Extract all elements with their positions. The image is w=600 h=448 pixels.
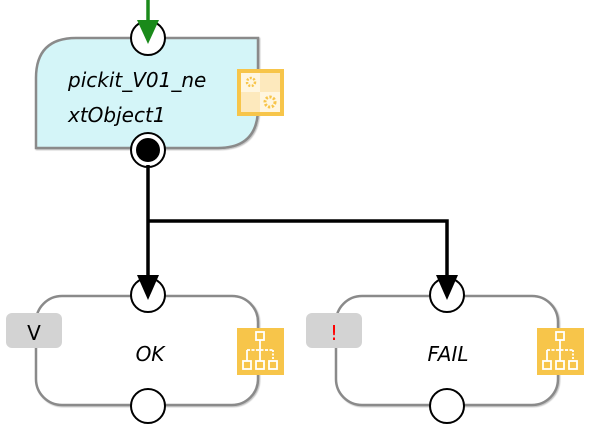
node-ok[interactable]: OK V bbox=[6, 275, 284, 424]
node-fail[interactable]: FAIL ! bbox=[306, 275, 584, 424]
node-fail-label: FAIL bbox=[427, 342, 468, 366]
edge-start-to-fail[interactable] bbox=[148, 219, 449, 285]
node-fail-output-port[interactable] bbox=[429, 388, 465, 424]
fail-badge: ! bbox=[306, 313, 362, 348]
hierarchy-icon[interactable] bbox=[237, 328, 284, 375]
node-ok-input-arrow bbox=[137, 275, 159, 300]
hierarchy-icon[interactable] bbox=[537, 328, 584, 375]
node-start[interactable]: pickit_V01_ne xtObject1 bbox=[34, 0, 284, 168]
ok-badge-text: V bbox=[27, 321, 41, 345]
node-ok-output-port[interactable] bbox=[130, 388, 166, 424]
node-ok-label: OK bbox=[136, 342, 167, 366]
node-start-output-dot bbox=[136, 138, 160, 162]
gears-icon[interactable] bbox=[237, 69, 284, 116]
input-arrow-head bbox=[137, 20, 159, 44]
connectors bbox=[146, 165, 449, 285]
fail-badge-text: ! bbox=[330, 321, 338, 345]
node-start-label-line2: xtObject1 bbox=[67, 103, 166, 127]
node-fail-input-arrow bbox=[436, 275, 458, 300]
node-start-body[interactable] bbox=[34, 36, 260, 150]
node-start-label-line1: pickit_V01_ne bbox=[67, 68, 206, 92]
ok-badge: V bbox=[6, 313, 62, 348]
